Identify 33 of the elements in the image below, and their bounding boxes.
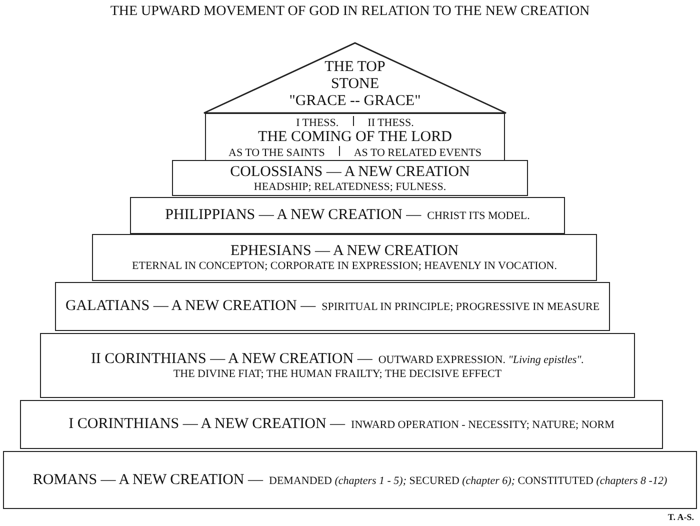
- heading-text: PHILIPPIANS — A NEW CREATION —: [165, 207, 422, 224]
- level-box: [40, 333, 635, 398]
- epistle-name: II THESS.: [368, 116, 414, 128]
- diagram-title: THE UPWARD MOVEMENT OF GOD IN RELATION TO THE NEW CREATION: [109, 4, 591, 20]
- heading-text: EPHESIANS — A NEW CREATION: [230, 243, 459, 260]
- subtitle-text: THE DIVINE FIAT; THE HUMAN FRAILTY; THE DECISIVE EFFECT: [173, 368, 502, 380]
- heading-text: ROMANS — A NEW CREATION —: [32, 472, 264, 488]
- heading-text: GALATIANS — A NEW CREATION —: [65, 298, 316, 315]
- heading-text: II CORINTHIANS — A NEW CREATION —: [90, 351, 372, 368]
- heading-text: COLOSSIANS — A NEW CREATION: [230, 164, 470, 180]
- subtitle-text: SPIRITUAL IN PRINCIPLE; PROGRESSIVE IN MEASURE: [322, 301, 600, 313]
- subtitle-text: DEMANDED (chapters 1 - 5); SECURED (chapter 6); CONSTITUTED (chapters 8 -12): [269, 474, 668, 486]
- level-box: [205, 113, 505, 161]
- roof-triangle: [203, 42, 507, 114]
- motto-text: "GRACE -- GRACE": [289, 92, 421, 110]
- level-box: [55, 282, 610, 331]
- level-box: [130, 197, 565, 234]
- subtitle-text: OUTWARD EXPRESSION. "Living epistles".: [378, 354, 584, 366]
- level-box: [3, 451, 697, 509]
- subtitle-text: AS TO THE SAINTS: [228, 146, 325, 158]
- subtitle-text: HEADSHIP; RELATEDNESS; FULNESS.: [254, 180, 446, 192]
- level-box: [92, 234, 597, 281]
- heading-text: I CORINTHIANS — A NEW CREATION —: [68, 416, 346, 433]
- level-box: [20, 400, 663, 449]
- subtitle-text: INWARD OPERATION - NECESSITY; NATURE; NORM: [351, 419, 614, 431]
- heading-text: THE TOP STONE: [324, 58, 386, 92]
- level-box: [172, 160, 528, 196]
- author-initials: T. A-S.: [668, 512, 694, 522]
- subtitle-text: CHRIST ITS MODEL.: [427, 210, 530, 222]
- heading-text: THE COMING OF THE LORD: [258, 128, 452, 146]
- subtitle-text: ETERNAL IN CONCEPTON; CORPORATE IN EXPRESSION; HEAVENLY IN VOCATION.: [132, 260, 557, 272]
- epistle-name: I THESS.: [296, 116, 339, 128]
- subtitle-text: AS TO RELATED EVENTS: [354, 146, 482, 158]
